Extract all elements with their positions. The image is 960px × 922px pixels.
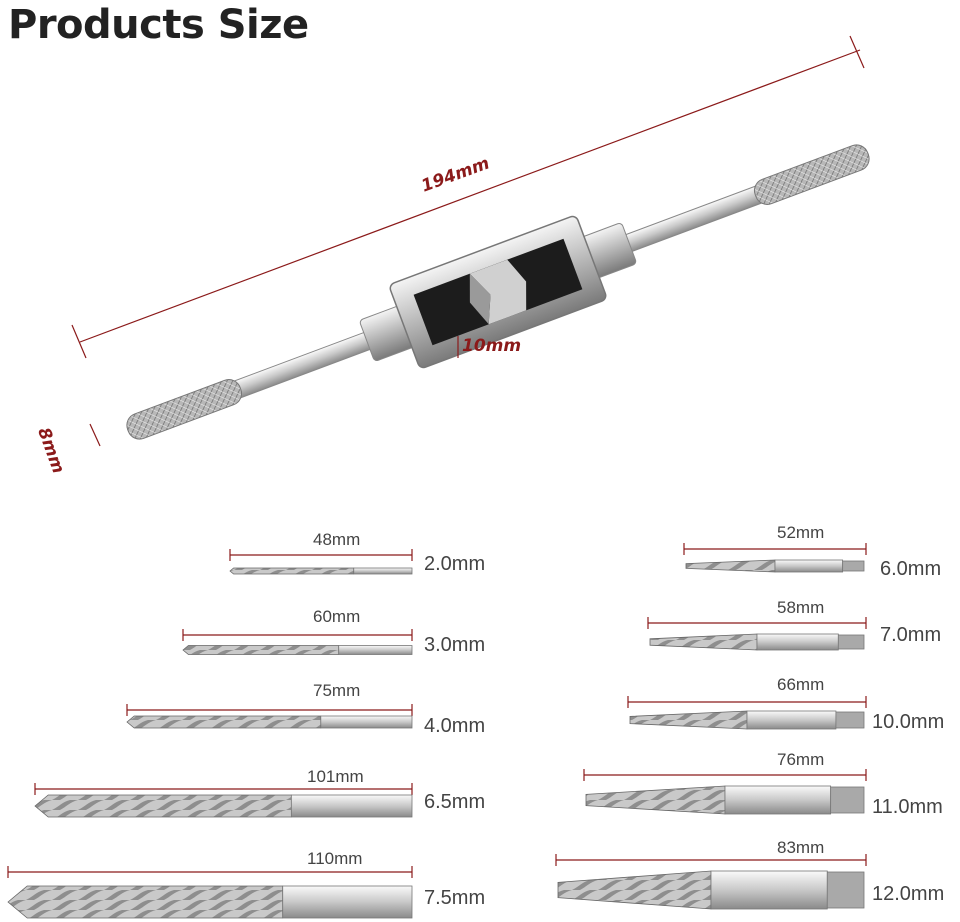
drill-bit [34,783,413,818]
wrench-length-dimension [71,35,865,447]
screw-extractor [583,769,867,815]
drill-length-label: 75mm [313,681,361,700]
drill-size-label: 6.5mm [424,791,486,813]
drill-length-label: 110mm [307,849,363,868]
extractor-length-label: 66mm [777,675,825,694]
screw-extractors [555,543,867,910]
drill-bits [7,549,413,919]
drill-size-label: 2.0mm [424,553,486,575]
drill-size-label: 4.0mm [424,715,486,737]
drill-bit [7,866,413,919]
drill-length-label: 60mm [313,607,361,626]
wrench-jaw-label: 10mm [462,336,522,356]
page-title: Products Size [8,2,309,48]
drill-bit [182,629,413,655]
extractor-size-label: 12.0mm [872,883,945,905]
extractor-length-label: 83mm [777,838,825,857]
screw-extractor [683,543,867,573]
extractor-length-label: 52mm [777,523,825,542]
drill-length-label: 48mm [313,530,361,549]
screw-extractor [627,696,867,730]
drill-size-label: 3.0mm [424,634,486,656]
screw-extractor [647,617,867,651]
drill-size-label: 7.5mm [424,887,486,909]
extractor-size-label: 6.0mm [880,558,942,580]
extractor-size-label: 7.0mm [880,624,942,646]
drill-bit [229,549,413,575]
extractor-size-label: 11.0mm [872,796,943,818]
extractor-length-label: 58mm [777,598,825,617]
drill-length-label: 101mm [307,767,364,786]
extractor-size-label: 10.0mm [872,711,945,733]
extractor-length-label: 76mm [777,750,825,769]
drill-bit [126,704,413,729]
screw-extractor [555,854,867,910]
tap-wrench [126,144,870,440]
